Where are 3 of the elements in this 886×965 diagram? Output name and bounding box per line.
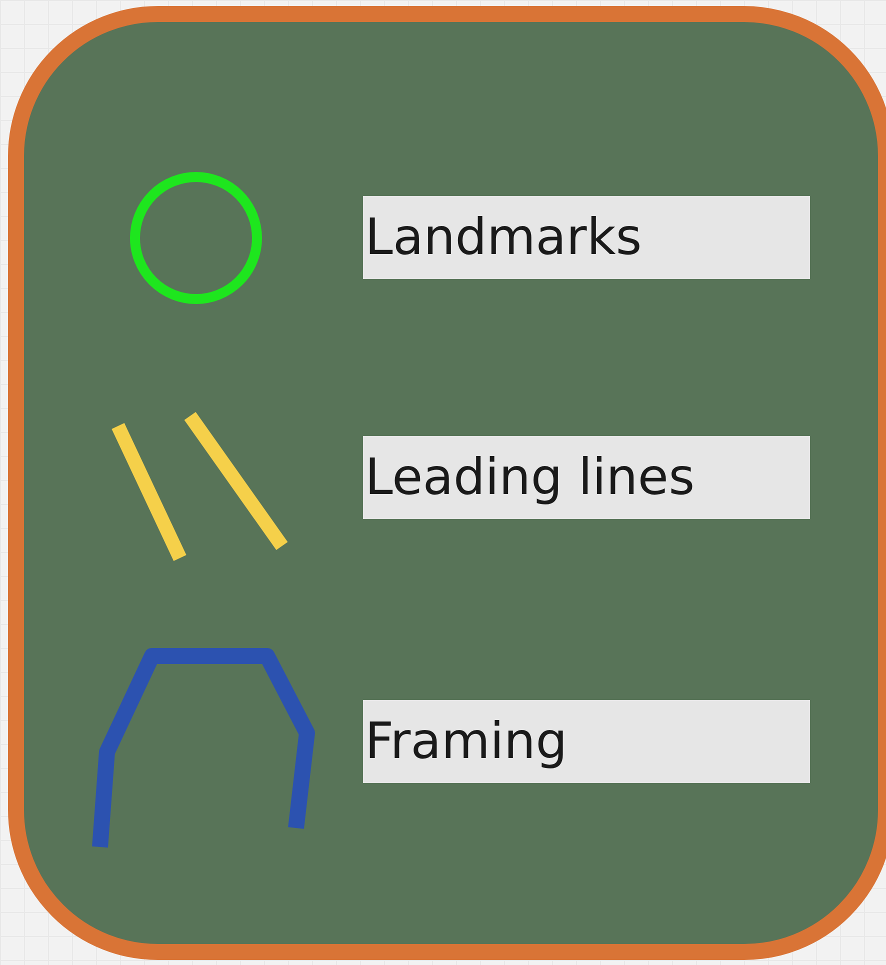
legend-label: Landmarks [363, 196, 810, 279]
legend-label: Leading lines [363, 436, 810, 519]
legend-label: Framing [363, 700, 810, 783]
